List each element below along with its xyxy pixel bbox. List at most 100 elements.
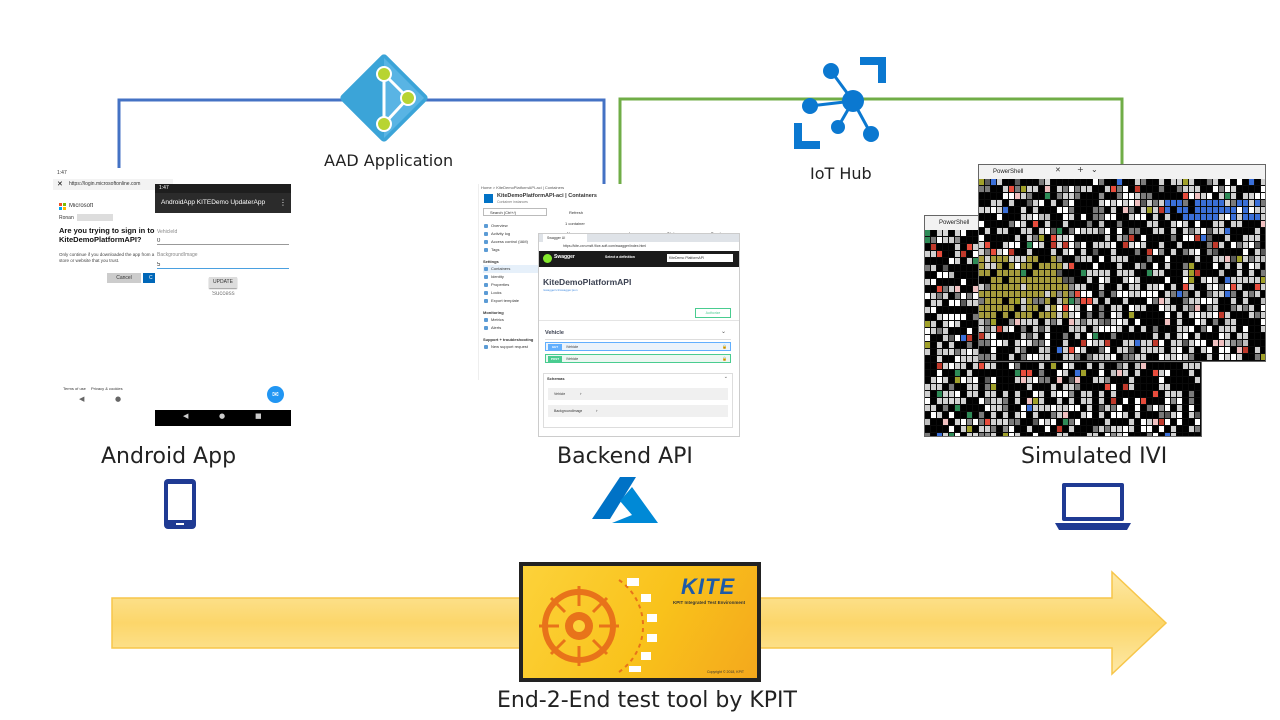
- portal-search[interactable]: Search (Ctrl+/): [483, 208, 547, 216]
- terminal-cell: [1027, 200, 1032, 206]
- nav-home-icon[interactable]: ●: [219, 412, 226, 420]
- portal-menu-item[interactable]: Tags: [483, 246, 553, 254]
- portal-menu-item[interactable]: Access control (IAM): [483, 238, 553, 246]
- portal-menu-item[interactable]: Containers: [483, 265, 553, 273]
- login-footer-terms[interactable]: Terms of use: [63, 386, 86, 391]
- terminal-cell: [1045, 377, 1050, 383]
- terminal-cell: [1201, 305, 1206, 311]
- terminal-cell: [991, 249, 996, 255]
- swagger-op-get[interactable]: GET /Vehicle 🔒: [545, 342, 731, 351]
- terminal-cell: [1171, 186, 1176, 192]
- terminal-cell: [1039, 263, 1044, 269]
- terminal-cell: [1111, 235, 1116, 241]
- terminal-cell: [1111, 391, 1116, 397]
- terminal-cell: [1045, 412, 1050, 418]
- terminal-cell: [1015, 363, 1020, 369]
- swagger-select[interactable]: KiteDemo PlatformAPI: [667, 254, 733, 262]
- terminal-cell: [1117, 405, 1122, 411]
- terminal-cell: [1003, 377, 1008, 383]
- terminal-cell: [925, 356, 930, 362]
- terminal-cell: [973, 293, 978, 299]
- terminal-cell: [1063, 207, 1068, 213]
- terminal-cell: [1171, 340, 1176, 346]
- terminal-cell: [1135, 384, 1140, 390]
- portal-menu-item[interactable]: Overview: [483, 222, 553, 230]
- terminal-cell: [1033, 207, 1038, 213]
- terminal-cell: [1153, 277, 1158, 283]
- chat-fab-icon[interactable]: ✉: [267, 386, 284, 403]
- terminal-cell: [1261, 214, 1265, 220]
- terminal-cell: [1081, 377, 1086, 383]
- terminal-cell: [1027, 354, 1032, 360]
- schemas-chevron-icon[interactable]: ⌄: [723, 374, 728, 380]
- schema-row[interactable]: Vehicle ›: [548, 388, 728, 400]
- terminal-cell: [955, 377, 960, 383]
- portal-menu-item[interactable]: Identity: [483, 273, 553, 281]
- window-close-icon[interactable]: ✕: [1055, 166, 1061, 174]
- swagger-op-post[interactable]: POST /Vehicle 🔒: [545, 354, 731, 363]
- terminal-cell: [1189, 193, 1194, 199]
- terminal-cell: [1225, 207, 1230, 213]
- nav-back-icon[interactable]: ◀: [183, 412, 189, 420]
- terminal-cell: [1069, 312, 1074, 318]
- login-footer-privacy[interactable]: Privacy & cookies: [91, 386, 123, 391]
- schemas-title[interactable]: Schemas: [547, 376, 565, 381]
- swagger-tab[interactable]: Swagger UI: [543, 234, 587, 242]
- terminal-cell: [1129, 193, 1134, 199]
- terminal-cell: [1189, 412, 1194, 418]
- terminal-cell: [955, 279, 960, 285]
- terminal-cell: [955, 272, 960, 278]
- portal-menu-item[interactable]: Metrics: [483, 316, 553, 324]
- backgroundimage-field[interactable]: 5: [157, 262, 289, 269]
- nav-recents-icon[interactable]: ■: [255, 412, 262, 420]
- terminal-cell: [1243, 305, 1248, 311]
- portal-menu-item[interactable]: Activity log: [483, 230, 553, 238]
- terminal-cell: [1069, 193, 1074, 199]
- terminal-cell: [997, 340, 1002, 346]
- terminal-cell: [1105, 179, 1110, 185]
- portal-refresh[interactable]: Refresh: [569, 210, 584, 215]
- close-icon[interactable]: ✕: [57, 180, 63, 188]
- swagger-authorize-button[interactable]: Authorize: [695, 308, 731, 318]
- terminal-cell: [1243, 284, 1248, 290]
- login-cancel-button[interactable]: Cancel: [107, 273, 141, 283]
- terminal-cell: [1063, 221, 1068, 227]
- tab-dropdown-icon[interactable]: ⌄: [1091, 165, 1098, 174]
- terminal-cell: [1225, 228, 1230, 234]
- terminal-cell: [1075, 249, 1080, 255]
- terminal-cell: [1183, 221, 1188, 227]
- terminal-cell: [1207, 235, 1212, 241]
- terminal-cell: [937, 349, 942, 355]
- terminal-cell: [1159, 249, 1164, 255]
- lock-icon[interactable]: 🔒: [722, 356, 727, 361]
- swagger-api-link[interactable]: /swagger/v1/swagger.json: [543, 288, 578, 292]
- terminal-cell: [1051, 333, 1056, 339]
- portal-menu-item[interactable]: Properties: [483, 281, 553, 289]
- swagger-section-title[interactable]: Vehicle: [545, 330, 564, 336]
- terminal-cell: [1231, 354, 1236, 360]
- terminal-cell: [1057, 347, 1062, 353]
- terminal-cell: [955, 230, 960, 236]
- portal-menu-item[interactable]: Export template: [483, 297, 553, 305]
- new-tab-icon[interactable]: +: [1077, 165, 1084, 174]
- terminal-cell: [1165, 298, 1170, 304]
- terminal-cell: [1069, 291, 1074, 297]
- back-icon[interactable]: ◀: [79, 395, 85, 403]
- vehicleid-field[interactable]: 0: [157, 238, 289, 245]
- home-icon[interactable]: ●: [115, 395, 122, 403]
- terminal-cell: [1201, 340, 1206, 346]
- terminal-cell: [1021, 326, 1026, 332]
- terminal-cell: [979, 370, 984, 376]
- portal-menu-item[interactable]: Alerts: [483, 324, 553, 332]
- update-button[interactable]: UPDATE: [209, 277, 237, 288]
- section-chevron-icon[interactable]: ⌄: [721, 328, 727, 335]
- terminal-cell: [937, 363, 942, 369]
- schema-row[interactable]: BackgroundImage ›: [548, 405, 728, 417]
- terminal-cell: [1225, 298, 1230, 304]
- overflow-menu-icon[interactable]: ⋮: [279, 198, 287, 207]
- lock-icon[interactable]: 🔒: [722, 344, 727, 349]
- portal-menu-item[interactable]: Locks: [483, 289, 553, 297]
- swagger-url[interactable]: https://kite-cxn.msft.9ice-soft.com/swag…: [563, 244, 647, 248]
- portal-menu-item[interactable]: New support request: [483, 343, 553, 351]
- terminal-cell: [1153, 333, 1158, 339]
